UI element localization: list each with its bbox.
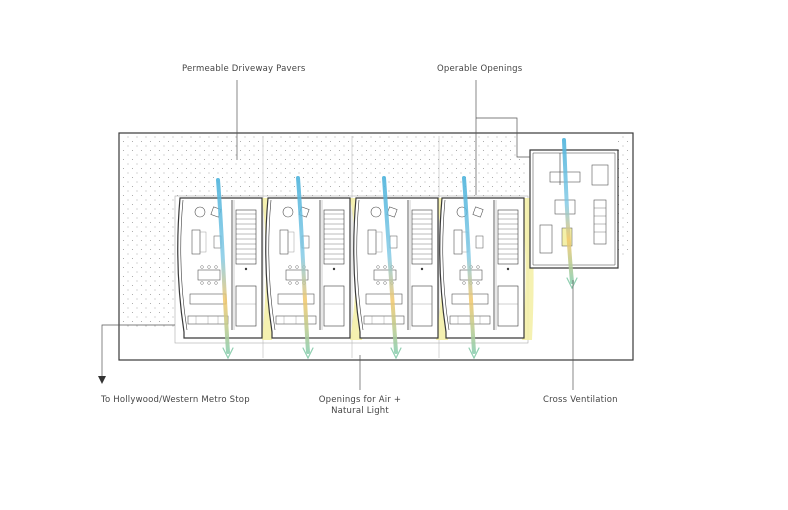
rear-unit xyxy=(529,149,619,269)
label-operable-openings: Operable Openings xyxy=(437,64,523,74)
leader-lines xyxy=(101,80,574,390)
cross-ventilation-arrows xyxy=(216,138,578,360)
permeable-pavers-zone xyxy=(122,136,528,330)
metro-direction-arrow xyxy=(98,376,106,384)
label-cross-ventilation: Cross Ventilation xyxy=(543,395,618,405)
townhouse-unit-3 xyxy=(353,197,439,339)
label-openings-air-light: Openings for Air + Natural Light xyxy=(310,395,410,417)
label-permeable-driveway-pavers: Permeable Driveway Pavers xyxy=(182,64,306,74)
label-openings-line2: Natural Light xyxy=(331,406,389,416)
label-metro-stop: To Hollywood/Western Metro Stop xyxy=(101,395,250,405)
townhouse-unit-4 xyxy=(439,197,525,339)
permeable-pavers-zone-right xyxy=(618,136,630,256)
label-openings-line1: Openings for Air + xyxy=(318,395,402,405)
